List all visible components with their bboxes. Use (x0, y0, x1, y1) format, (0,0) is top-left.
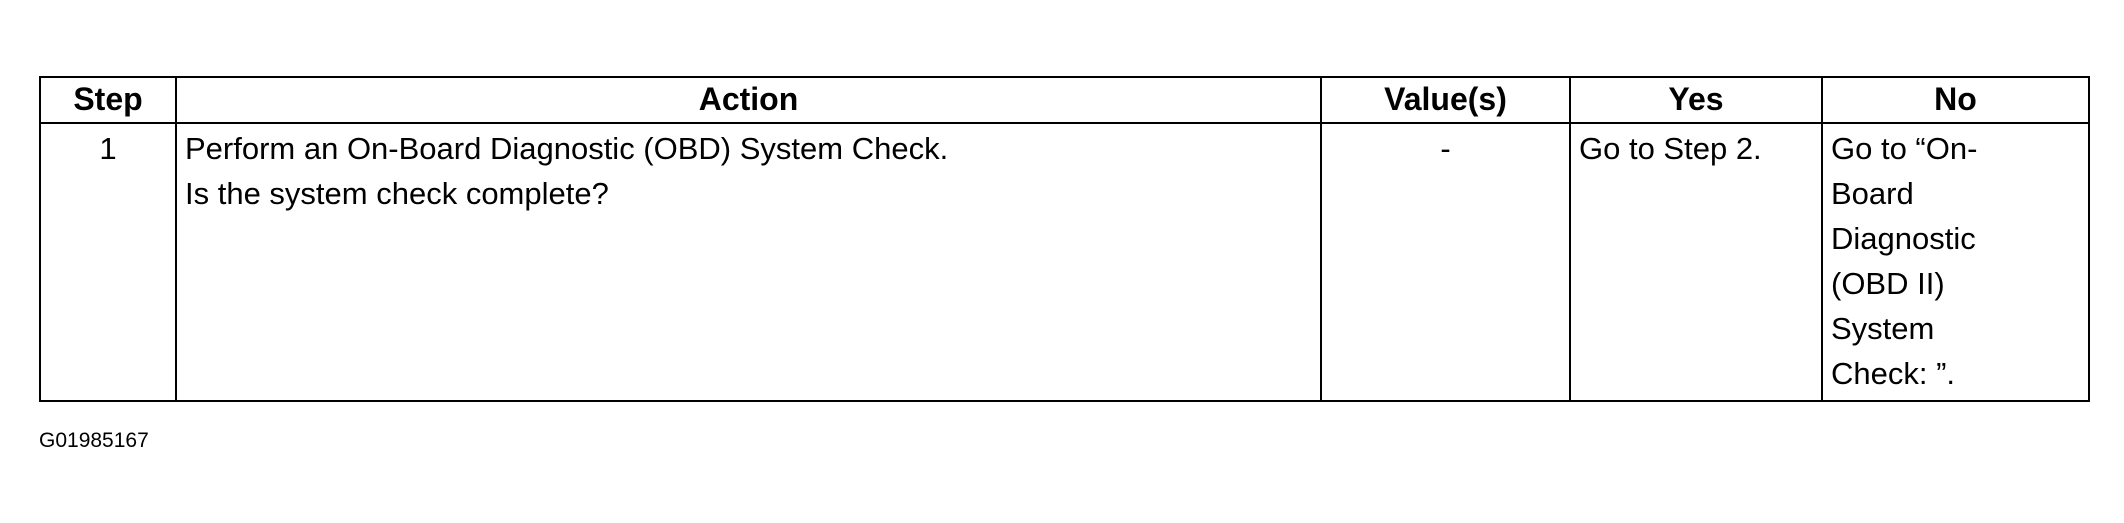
cell-yes: Go to Step 2. (1569, 122, 1823, 402)
no-line: Go to “On- (1831, 131, 1978, 166)
table-row: 1 Perform an On-Board Diagnostic (OBD) S… (39, 122, 2090, 402)
no-line: System (1831, 311, 1935, 346)
no-line: Board (1831, 176, 1914, 211)
no-line: Diagnostic (1831, 221, 1976, 256)
cell-values: - (1320, 122, 1571, 402)
figure-code: G01985167 (39, 429, 149, 452)
cell-step: 1 (39, 122, 177, 402)
diagnostic-step-table: Step Action Value(s) Yes No 1 Perform an… (39, 76, 2090, 402)
no-line: Check: ”. (1831, 356, 1956, 391)
no-line: (OBD II) (1831, 266, 1945, 301)
header-yes: Yes (1569, 76, 1823, 124)
table-header-row: Step Action Value(s) Yes No (39, 76, 2090, 124)
action-line: Perform an On-Board Diagnostic (OBD) Sys… (185, 131, 949, 166)
header-step: Step (39, 76, 177, 124)
header-values: Value(s) (1320, 76, 1571, 124)
cell-action: Perform an On-Board Diagnostic (OBD) Sys… (175, 122, 1322, 402)
header-no: No (1821, 76, 2090, 124)
action-line: Is the system check complete? (185, 176, 609, 211)
cell-no: Go to “On- Board Diagnostic (OBD II) Sys… (1821, 122, 2090, 402)
header-action: Action (175, 76, 1322, 124)
